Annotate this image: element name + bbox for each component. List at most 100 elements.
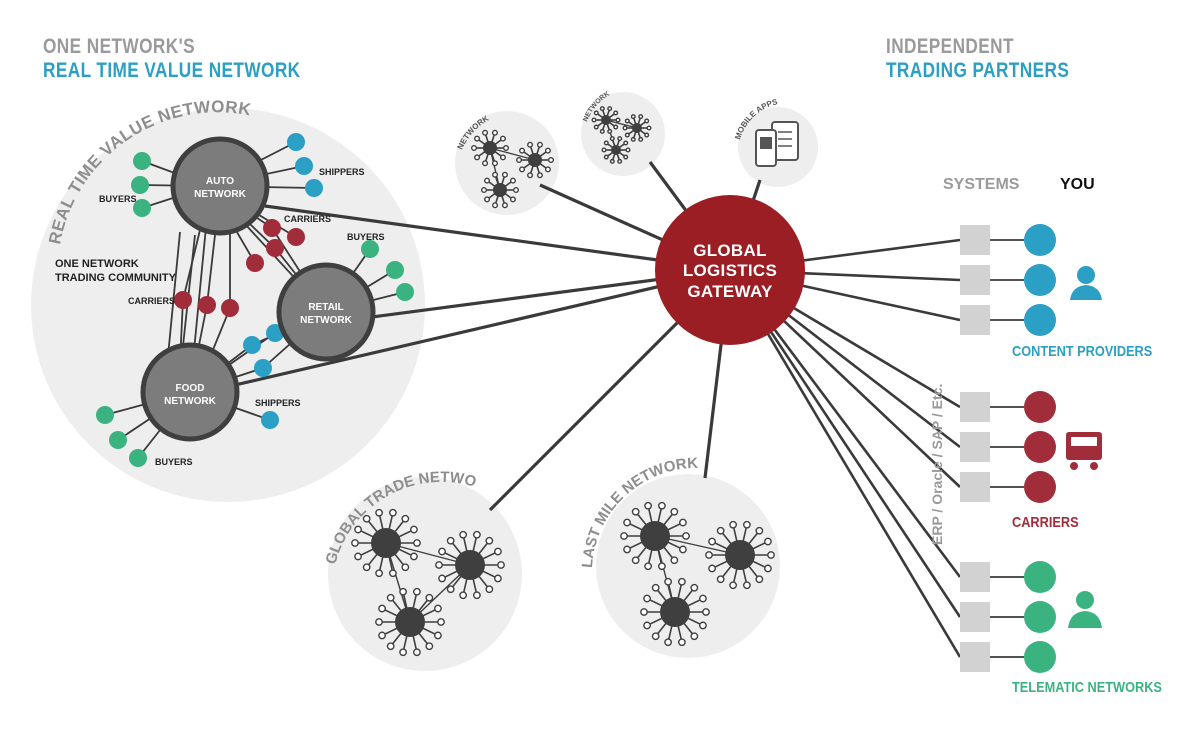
system-box [960,642,990,672]
content-provider-person-icon [1070,266,1102,300]
partner-node [1024,264,1056,296]
shipper-node [243,336,261,354]
carriers-mid-label: CARRIERS [284,214,331,224]
partner-row [960,471,1056,503]
buyer-node [396,283,414,301]
global-logistics-gateway [655,195,805,345]
gateway-label-2: LOGISTICS [683,261,777,280]
buyer-node [386,261,404,279]
partner-node [1024,391,1056,423]
buyer-node [109,431,127,449]
shippers-bottom-label: SHIPPERS [255,398,301,408]
food-network-hub [140,342,240,442]
food-hub-label-2: NETWORK [164,396,216,407]
carrier-node [263,219,281,237]
partner-node [1024,431,1056,463]
community-label-2: TRADING COMMUNITY [55,272,177,284]
systems-header: SYSTEMS [943,176,1020,193]
partner-group-label: CONTENT PROVIDERS [1012,343,1153,360]
cluster-node [516,141,555,179]
shipper-node [261,411,279,429]
system-box [960,602,990,632]
buyers-retail-label: BUYERS [347,232,385,242]
carrier-node [287,228,305,246]
food-hub-label-1: FOOD [176,383,205,394]
retail-hub-label-1: RETAIL [308,302,343,313]
partner-node [1024,224,1056,256]
partner-row [960,641,1056,673]
carrier-node [221,299,239,317]
telematic-person-icon [1068,591,1102,628]
partner-node [1024,304,1056,336]
carrier-node [198,296,216,314]
partner-row [960,264,1056,296]
cluster-node [481,171,520,209]
buyers-top-label: BUYERS [99,194,137,204]
cluster-node [351,508,421,578]
shipper-node [287,133,305,151]
cluster-node [640,577,710,647]
shippers-top-label: SHIPPERS [319,167,365,177]
partner-node [1024,641,1056,673]
auto-hub-label-2: NETWORK [194,189,246,200]
cluster-node [601,136,631,164]
buyer-node [131,176,149,194]
cluster-node [705,520,775,590]
buyer-node [129,449,147,467]
right-header-line2: TRADING PARTNERS [886,59,1070,82]
partner-row [960,561,1056,593]
gateway-label-1: GLOBAL [693,241,767,260]
system-box [960,265,990,295]
carrier-node [266,239,284,257]
partner-node [1024,471,1056,503]
buyer-node [133,199,151,217]
auto-hub-label-1: AUTO [206,176,234,187]
cluster-node [620,501,690,571]
shipper-node [305,179,323,197]
retail-network-hub [276,262,376,362]
community-label-1: ONE NETWORK [55,258,139,270]
system-box [960,225,990,255]
cluster-node [591,106,621,134]
carrier-node [246,254,264,272]
cluster-link [605,119,638,129]
partner-node [1024,561,1056,593]
buyers-bottom-label: BUYERS [155,457,193,467]
buyer-node [96,406,114,424]
right-header-line1: INDEPENDENT [886,35,1014,58]
network-a-bubble [455,111,559,215]
partner-group-label: CARRIERS [1012,514,1079,531]
cluster-node [435,530,505,600]
partner-row [960,391,1056,423]
left-header-line2: REAL TIME VALUE NETWORK [43,59,301,82]
buyer-node [361,240,379,258]
system-box [960,472,990,502]
partner-group-label: TELEMATIC NETWORKS [1012,679,1162,696]
cluster-node [471,129,510,167]
gateway-label-3: GATEWAY [687,282,773,301]
system-box [960,432,990,462]
auto-network-hub [170,136,270,236]
carrier-truck-icon [1066,432,1102,470]
partner-rows [960,224,1056,673]
shipper-node [295,157,313,175]
buyer-node [133,152,151,170]
system-box [960,562,990,592]
partner-row [960,431,1056,463]
rtvn-nodes [96,133,414,467]
network-clusters [351,106,775,657]
erp-label: ERP / Oracle / SAP / Etc. [929,384,945,545]
partner-row [960,304,1056,336]
partner-row [960,601,1056,633]
you-header: YOU [1060,176,1095,193]
system-box [960,305,990,335]
partner-node [1024,601,1056,633]
mobile-apps-icon [755,121,799,167]
retail-hub-label-2: NETWORK [300,315,352,326]
cluster-node [622,114,652,142]
left-header-line1: ONE NETWORK'S [43,35,195,58]
cluster-node [375,587,445,657]
shipper-node [254,359,272,377]
carrier-node [174,291,192,309]
